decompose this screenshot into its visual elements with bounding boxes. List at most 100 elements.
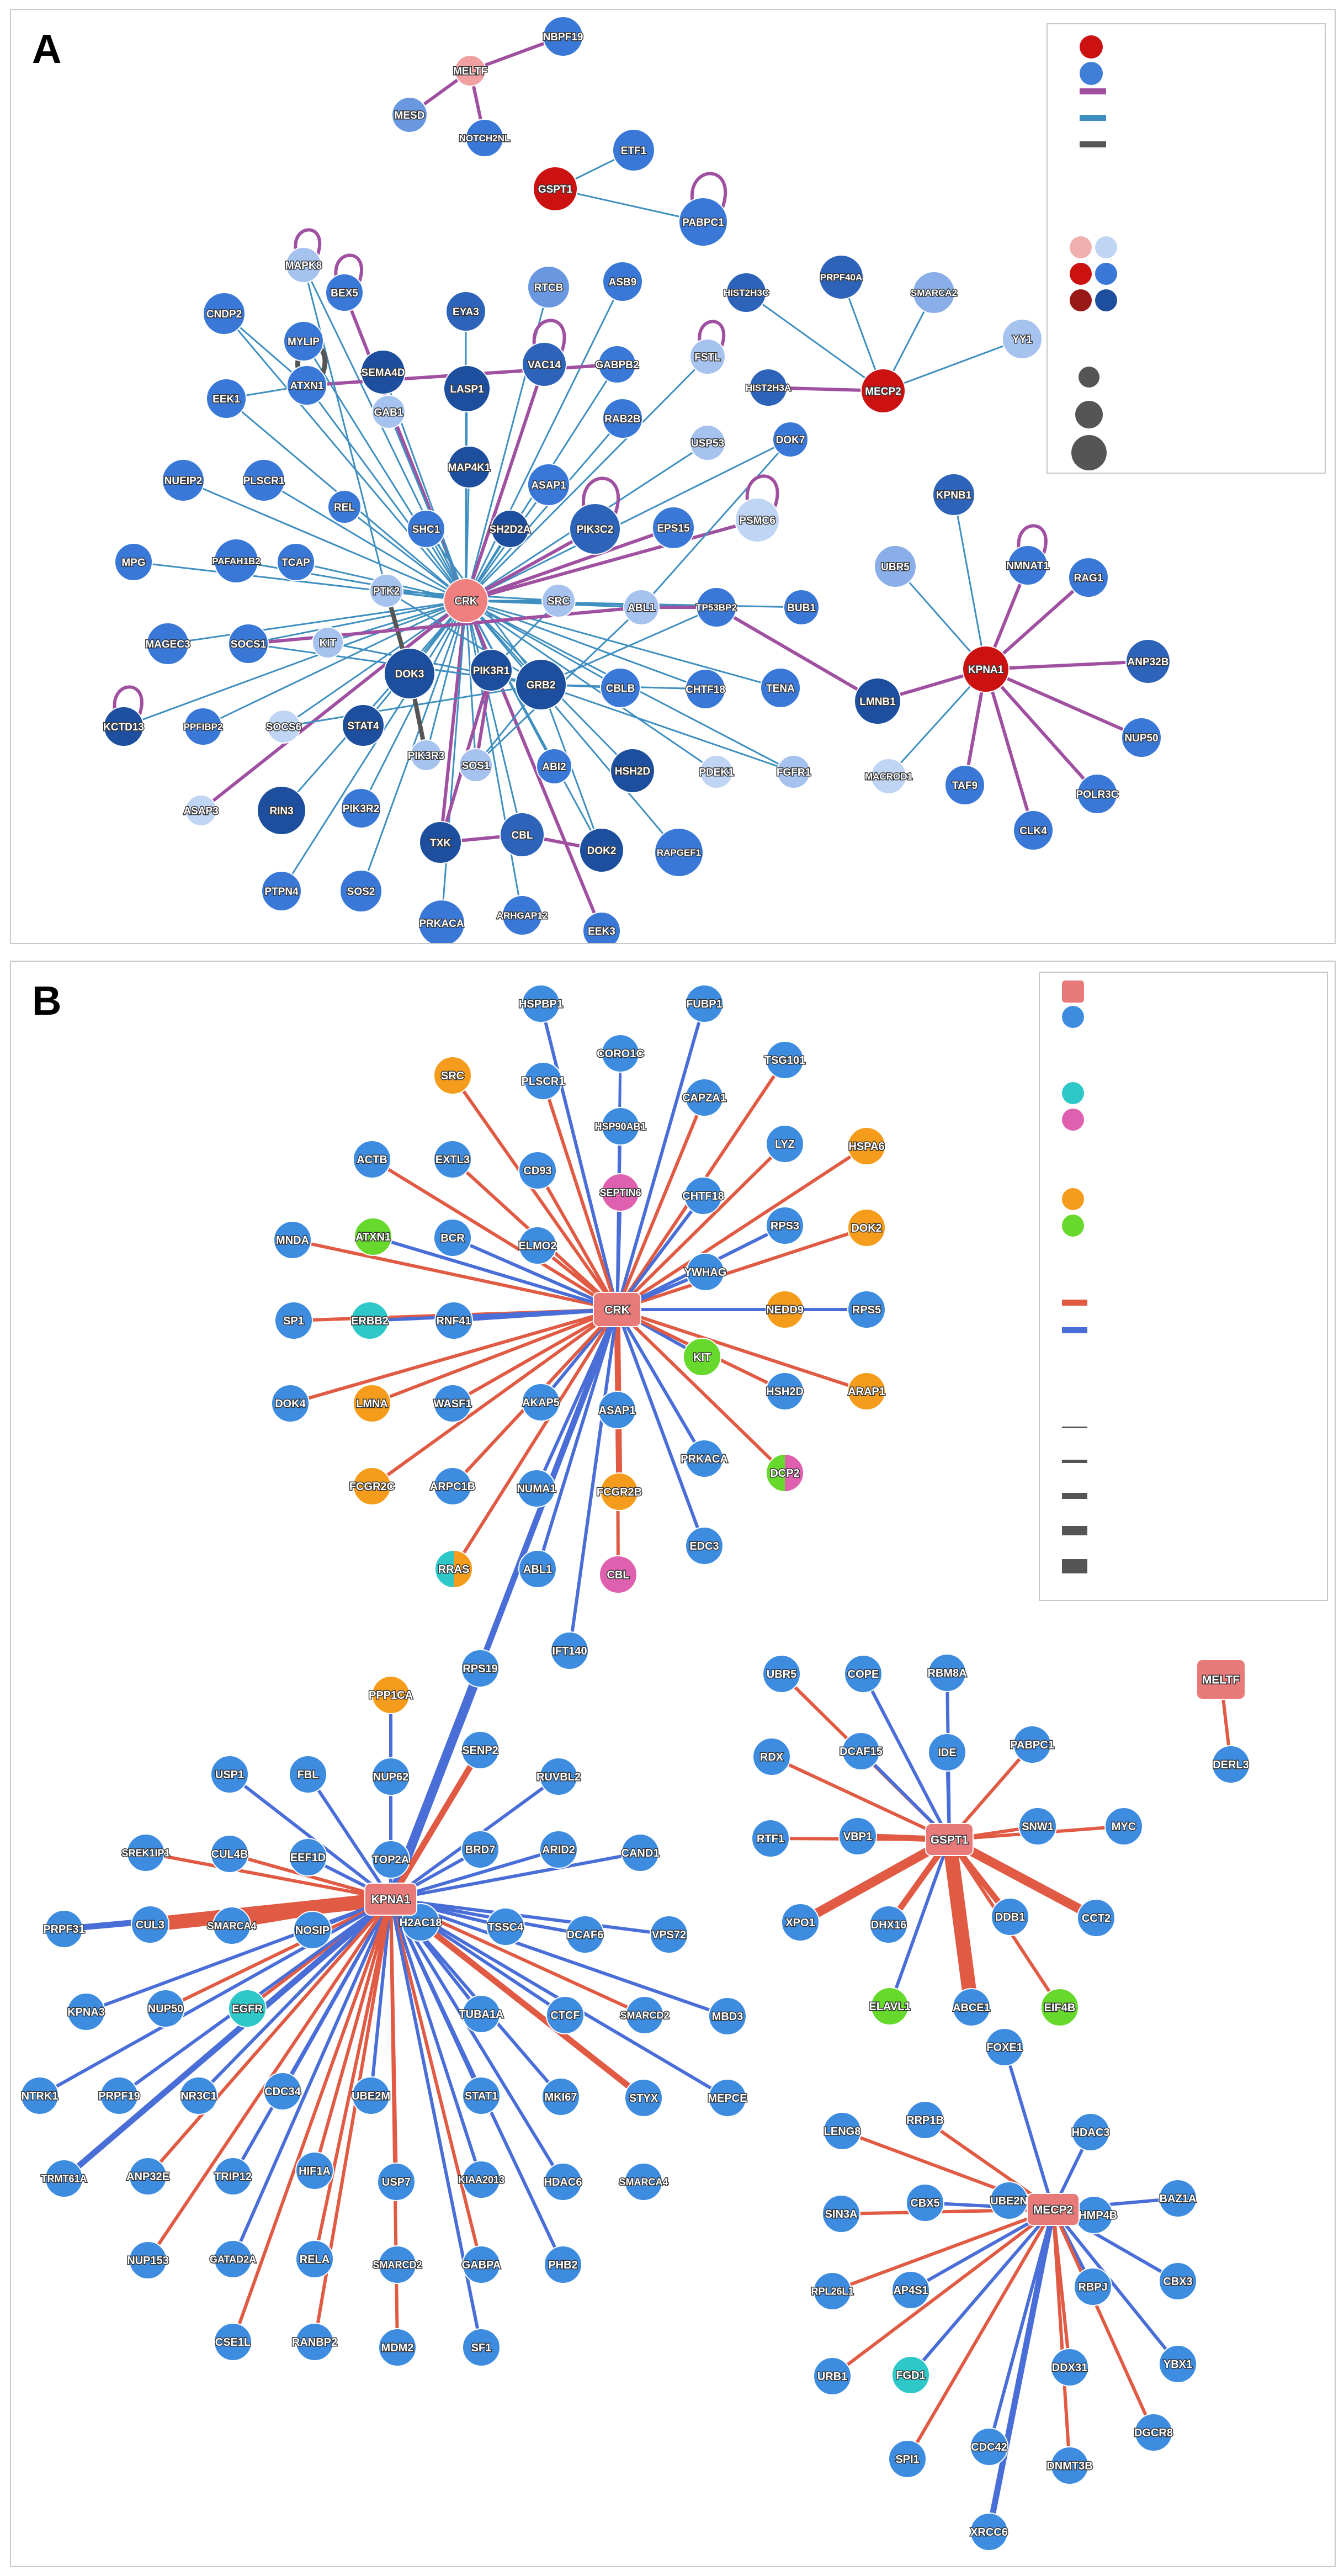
node-coro1c[interactable]: CORO1C [596,1034,645,1073]
node-smarca2[interactable]: SMARCA2 [910,271,958,314]
node-dhx16[interactable]: DHX16 [869,1905,908,1944]
node-edc3[interactable]: EDC3 [685,1526,724,1565]
node-shc1[interactable]: SHC1 [407,510,445,548]
node-capza1[interactable]: CAPZA1 [681,1078,727,1117]
node-nosip[interactable]: NOSIP [293,1911,332,1949]
node-gspt1[interactable]: GSPT1 [533,166,578,211]
node-abi2[interactable]: ABI2 [536,748,572,785]
node-mbd3[interactable]: MBD3 [708,1997,747,2036]
node-rps5[interactable]: RPS5 [847,1290,886,1329]
node-yy1[interactable]: YY1 [1002,319,1043,359]
node-anp32b[interactable]: ANP32B [1125,639,1171,684]
node-cbl[interactable]: CBL [599,1555,638,1594]
node-cct2[interactable]: CCT2 [1077,1899,1115,1937]
node-lyz[interactable]: LYZ [766,1125,804,1163]
node-kpna1[interactable]: KPNA1 [962,645,1010,693]
node-rbm8a[interactable]: RBM8A [927,1653,968,1692]
node-socs6[interactable]: SOCS6 [265,709,302,744]
node-rdx[interactable]: RDX [752,1737,791,1776]
node-kit[interactable]: KIT [312,627,344,659]
node-vps72[interactable]: VPS72 [650,1915,688,1954]
node-numa1[interactable]: NUMA1 [516,1469,557,1508]
node-dok7[interactable]: DOK7 [772,421,809,458]
node-hspbp1[interactable]: HSPBP1 [518,984,564,1023]
node-hdac6[interactable]: HDAC6 [543,2162,583,2201]
node-arap1[interactable]: ARAP1 [847,1372,886,1411]
node-rnf41[interactable]: RNF41 [434,1301,473,1340]
node-cdc42[interactable]: CDC42 [970,2427,1008,2466]
node-tssc4[interactable]: TSSC4 [486,1907,525,1946]
node-ruvbl2[interactable]: RUVBL2 [535,1757,582,1796]
node-pabpc1[interactable]: PABPC1 [1010,1725,1055,1764]
node-ddx31[interactable]: DDX31 [1050,2348,1089,2387]
query-node-meltf[interactable]: MELTF [1196,1659,1246,1700]
node-rbpj[interactable]: RBPJ [1074,2267,1112,2306]
node-ptpn4[interactable]: PTPN4 [261,871,302,911]
node-tuba1a[interactable]: TUBA1A [458,1995,504,2033]
node-rapgef1[interactable]: RAPGEF1 [654,828,704,877]
node-srek1ip1[interactable]: SREK1IP1 [121,1833,171,1872]
node-eya3[interactable]: EYA3 [445,291,486,332]
node-rtcb[interactable]: RTCB [527,266,570,309]
node-ube2n[interactable]: UBE2N [990,2181,1028,2220]
node-cdc34[interactable]: CDC34 [263,2072,302,2111]
node-map4k1[interactable]: MAP4K1 [447,446,491,489]
node-septin6[interactable]: SEPTIN6 [599,1173,642,1212]
node-trmt61a[interactable]: TRMT61A [40,2159,88,2198]
node-hspa6[interactable]: HSPA6 [847,1127,886,1165]
node-rab2b[interactable]: RAB2B [602,398,643,439]
node-ybx1[interactable]: YBX1 [1159,2345,1197,2383]
node-senp2[interactable]: SENP2 [461,1731,500,1769]
node-extl3[interactable]: EXTL3 [433,1140,472,1179]
node-hist2h3a[interactable]: HIST2H3A [745,368,792,407]
node-txk[interactable]: TXK [419,821,462,864]
node-nup50[interactable]: NUP50 [146,1989,185,2028]
node-xrcc6[interactable]: XRCC6 [970,2513,1008,2551]
node-rps3[interactable]: RPS3 [766,1206,804,1245]
node-mdm2[interactable]: MDM2 [378,2328,417,2367]
node-dok3[interactable]: DOK3 [384,648,435,699]
node-nr3c1[interactable]: NR3C1 [179,2076,218,2115]
node-src[interactable]: SRC [433,1056,472,1095]
node-prpf19[interactable]: PRPF19 [98,2076,141,2115]
node-kpnb1[interactable]: KPNB1 [932,473,975,516]
node-rin3[interactable]: RIN3 [257,786,306,835]
node-cd93[interactable]: CD93 [518,1151,557,1190]
node-fcgr2b[interactable]: FCGR2B [596,1472,643,1511]
node-ptk2[interactable]: PTK2 [369,574,403,608]
node-kctd13[interactable]: KCTD13 [103,706,145,747]
node-mapk8[interactable]: MAPK8 [284,247,323,283]
node-asap1[interactable]: ASAP1 [598,1391,636,1429]
node-cbl[interactable]: CBL [500,812,545,857]
node-hsh2d[interactable]: HSH2D [766,1372,804,1411]
node-eek1[interactable]: EEK1 [206,378,247,419]
node-pik3c2[interactable]: PIK3C2 [569,503,621,555]
node-tp53bp2[interactable]: TP53BP2 [695,587,737,628]
node-styx[interactable]: STYX [624,2079,663,2117]
node-pabpc1[interactable]: PABPC1 [678,197,728,247]
node-meltf[interactable]: MELTF [453,55,488,87]
node-usp1[interactable]: USP1 [210,1755,249,1794]
node-mesd[interactable]: MESD [391,97,428,133]
node-fgd1[interactable]: FGD1 [891,2356,930,2394]
node-hist2h3c[interactable]: HIST2H3C [723,272,770,313]
node-ppp1ca[interactable]: PPP1CA [368,1676,414,1714]
node-sos1[interactable]: SOS1 [459,748,493,782]
node-src[interactable]: SRC [541,584,576,618]
node-rag1[interactable]: RAG1 [1068,557,1109,598]
node-grb2[interactable]: GRB2 [515,659,567,711]
node-trip12[interactable]: TRIP12 [214,2157,252,2196]
node-hsh2d[interactable]: HSH2D [610,748,655,793]
node-magec3[interactable]: MAGEC3 [145,622,191,665]
node-nup62[interactable]: NUP62 [371,1757,410,1796]
node-usp7[interactable]: USP7 [377,2162,416,2201]
node-kiaa2013[interactable]: KIAA2013 [457,2160,506,2199]
query-node-mecp2[interactable]: MECP2 [1027,2193,1080,2226]
node-gatad2a[interactable]: GATAD2A [209,2240,257,2278]
node-arhgap12[interactable]: ARHGAP12 [496,895,549,936]
node-dok2[interactable]: DOK2 [579,828,624,873]
node-prpf31[interactable]: PRPF31 [43,1910,86,1948]
node-hdac3[interactable]: HDAC3 [1071,2113,1111,2151]
node-dcaf6[interactable]: DCAF6 [566,1915,604,1954]
node-brd7[interactable]: BRD7 [461,1830,500,1869]
